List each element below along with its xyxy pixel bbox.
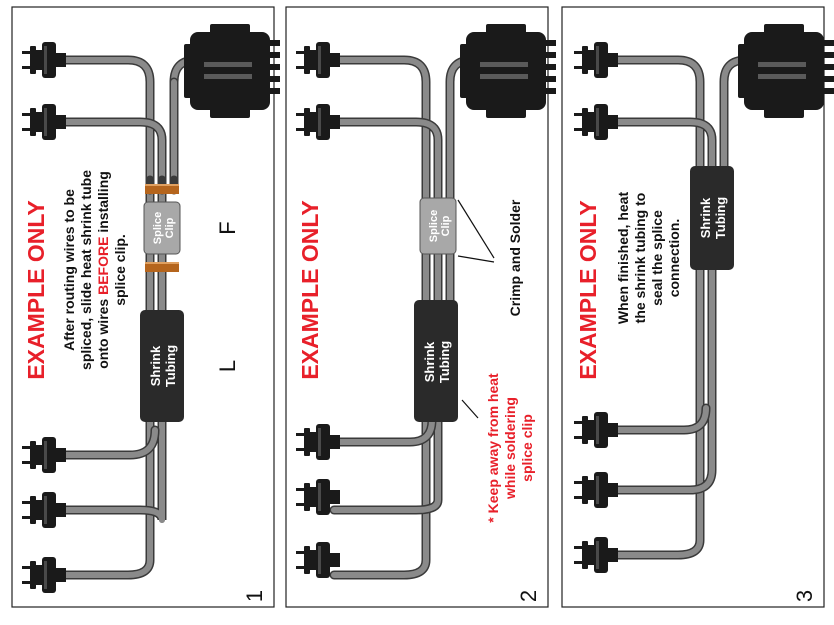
socket-icon <box>22 104 66 140</box>
socket-icon <box>296 42 340 78</box>
panel-1-note-line-3: onto wires BEFORE installing <box>95 171 111 369</box>
socket-icon <box>22 42 66 78</box>
panel-3-number: 3 <box>792 590 817 602</box>
panel-3-note-line-2: the shrink tubing to <box>632 193 648 324</box>
socket-icon <box>22 437 66 473</box>
panel-3: EXAMPLE ONLY When finished, heat the shr… <box>561 6 834 608</box>
socket-icon <box>574 42 618 78</box>
connector-icon <box>460 24 556 118</box>
connector-icon <box>738 24 834 118</box>
panel-1-clip-label-1: Splice <box>152 212 164 244</box>
socket-icon <box>574 412 618 448</box>
panel-1-number: 1 <box>242 590 267 602</box>
panel-3-border <box>561 6 825 608</box>
socket-icon <box>296 424 340 460</box>
panel-2-callout-lines <box>457 199 495 419</box>
panel-2-clip-label-2: Clip <box>440 215 452 236</box>
panel-1-letter-f: F <box>215 221 240 234</box>
panel-2-heat-line-3: splice clip <box>519 414 535 482</box>
panel-2: EXAMPLE ONLY Splice Clip Shrink Tubing C… <box>285 6 556 608</box>
panel-3-tube-label-2: Tubing <box>713 197 728 239</box>
panel-1: EXAMPLE ONLY After routing wires to be s… <box>11 6 280 608</box>
panel-2-heat-line-2: while soldering <box>502 397 518 500</box>
panel-2-border <box>285 6 549 608</box>
panel-1-note-line-2: spliced, slide heat shrink tube <box>78 170 94 370</box>
panel-1-letter-l: L <box>215 360 240 372</box>
panel-3-note-line-3: seal the splice <box>649 210 665 306</box>
panel-2-heading: EXAMPLE ONLY <box>297 200 323 379</box>
panel-2-shrink-tube <box>414 300 458 422</box>
panel-2-tube-label-1: Shrink <box>422 341 437 382</box>
socket-icon <box>22 557 66 593</box>
panel-1-shrink-tube <box>140 310 184 422</box>
panel-2-number: 2 <box>516 590 541 602</box>
panel-2-callout-crimp: Crimp and Solder <box>507 199 523 316</box>
panel-1-note-line-1: After routing wires to be <box>61 189 77 351</box>
panel-1-copper-ends <box>145 184 179 272</box>
panel-3-heading: EXAMPLE ONLY <box>575 200 601 379</box>
panel-1-tube-label-1: Shrink <box>148 345 163 386</box>
panel-3-note-line-4: connection. <box>666 219 682 298</box>
connector-icon <box>184 24 280 118</box>
socket-icon <box>574 472 618 508</box>
panel-1-note-line-4: splice clip. <box>112 234 128 306</box>
panel-1-clip-label-2: Clip <box>164 217 176 238</box>
panel-1-splice-clip <box>143 201 181 255</box>
panel-3-note-line-1: When finished, heat <box>615 192 631 325</box>
panel-3-shrink-tube <box>690 166 734 270</box>
socket-icon <box>574 537 618 573</box>
panel-3-tube-label-1: Shrink <box>698 197 713 238</box>
socket-icon <box>296 104 340 140</box>
panel-1-heading: EXAMPLE ONLY <box>23 200 49 379</box>
panel-2-tube-label-2: Tubing <box>437 341 452 383</box>
socket-icon <box>574 104 618 140</box>
panel-2-heat-line-1: * Keep away from heat <box>485 373 501 523</box>
panel-1-border <box>11 6 275 608</box>
panel-2-clip-label-1: Splice <box>428 210 440 242</box>
panel-1-tube-label-2: Tubing <box>163 345 178 387</box>
socket-icon <box>22 492 66 528</box>
panel-2-splice-clip <box>419 197 457 255</box>
